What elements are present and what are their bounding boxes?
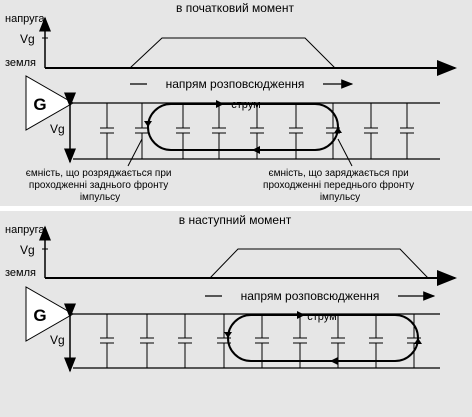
current-arrow-left (144, 121, 152, 127)
direction-label: напрям розповсюдження (166, 77, 305, 91)
line-capacitors (100, 314, 421, 368)
left-note-pointer (127, 138, 143, 167)
left-note-line: проходженні заднього фронту (29, 179, 168, 191)
direction-label: напрям розповсюдження (241, 289, 380, 303)
capacitor (100, 314, 114, 368)
capacitor (400, 103, 414, 159)
capacitor (289, 103, 303, 159)
left-note: ємність, що розряджається при проходженн… (26, 168, 175, 203)
panel-title: в наступний момент (179, 213, 292, 227)
axis-ground-label: земля (5, 267, 36, 279)
axis-voltage-label: напруга (5, 224, 45, 236)
diagram-next-moment: в наступний момент напруга Vg земля напр… (5, 213, 457, 373)
line-vg-label: Vg (50, 333, 65, 347)
generator-triangle (25, 286, 75, 342)
line-vg-label: Vg (50, 122, 65, 136)
current-arrow-left (224, 332, 232, 338)
capacitor (176, 103, 190, 159)
pulse-waveform (129, 37, 336, 69)
current-arrow-bottom (252, 146, 260, 154)
panel-initial-moment: в початковий момент напруга Vg земля нап… (0, 0, 472, 206)
capacitor (293, 314, 307, 368)
line-capacitors (100, 103, 414, 159)
panel-next-moment: в наступний момент напруга Vg земля напр… (0, 211, 472, 417)
current-arrow-right (414, 338, 422, 344)
axis-ground-label: земля (5, 57, 36, 69)
capacitor (178, 314, 192, 368)
capacitor (100, 103, 114, 159)
right-note-pointer (337, 138, 353, 167)
diagram-initial-moment: в початковий момент напруга Vg земля нап… (5, 1, 457, 203)
right-note-line: проходженні переднього фронту (263, 179, 414, 191)
capacitor (135, 103, 149, 159)
axis-voltage-label: напруга (5, 13, 45, 25)
capacitor (140, 314, 154, 368)
axis-vg-label: Vg (20, 243, 35, 257)
current-label: струм (307, 311, 336, 323)
current-arrow-right (334, 127, 342, 133)
left-note-line: імпульсу (80, 192, 120, 203)
current-arrow-bottom (330, 357, 338, 365)
right-note: ємність, що заряджається при проходженні… (263, 168, 417, 203)
capacitor (255, 314, 269, 368)
current-arrow-top (297, 311, 305, 319)
pulse-waveform (209, 248, 429, 279)
generator-label: G (33, 306, 46, 325)
axis-vg-label: Vg (20, 32, 35, 46)
panel-title: в початковий момент (176, 1, 294, 15)
right-note-line: імпульсу (320, 192, 360, 203)
generator-triangle (25, 75, 75, 131)
generator-label: G (33, 95, 46, 114)
capacitor (212, 103, 226, 159)
left-note-line: ємність, що розряджається при (26, 168, 172, 179)
current-arrow-top (216, 100, 224, 108)
right-note-line: ємність, що заряджається при (268, 168, 408, 179)
capacitor (369, 314, 383, 368)
capacitor (250, 103, 264, 159)
capacitor (364, 103, 378, 159)
current-label: струм (231, 99, 260, 111)
